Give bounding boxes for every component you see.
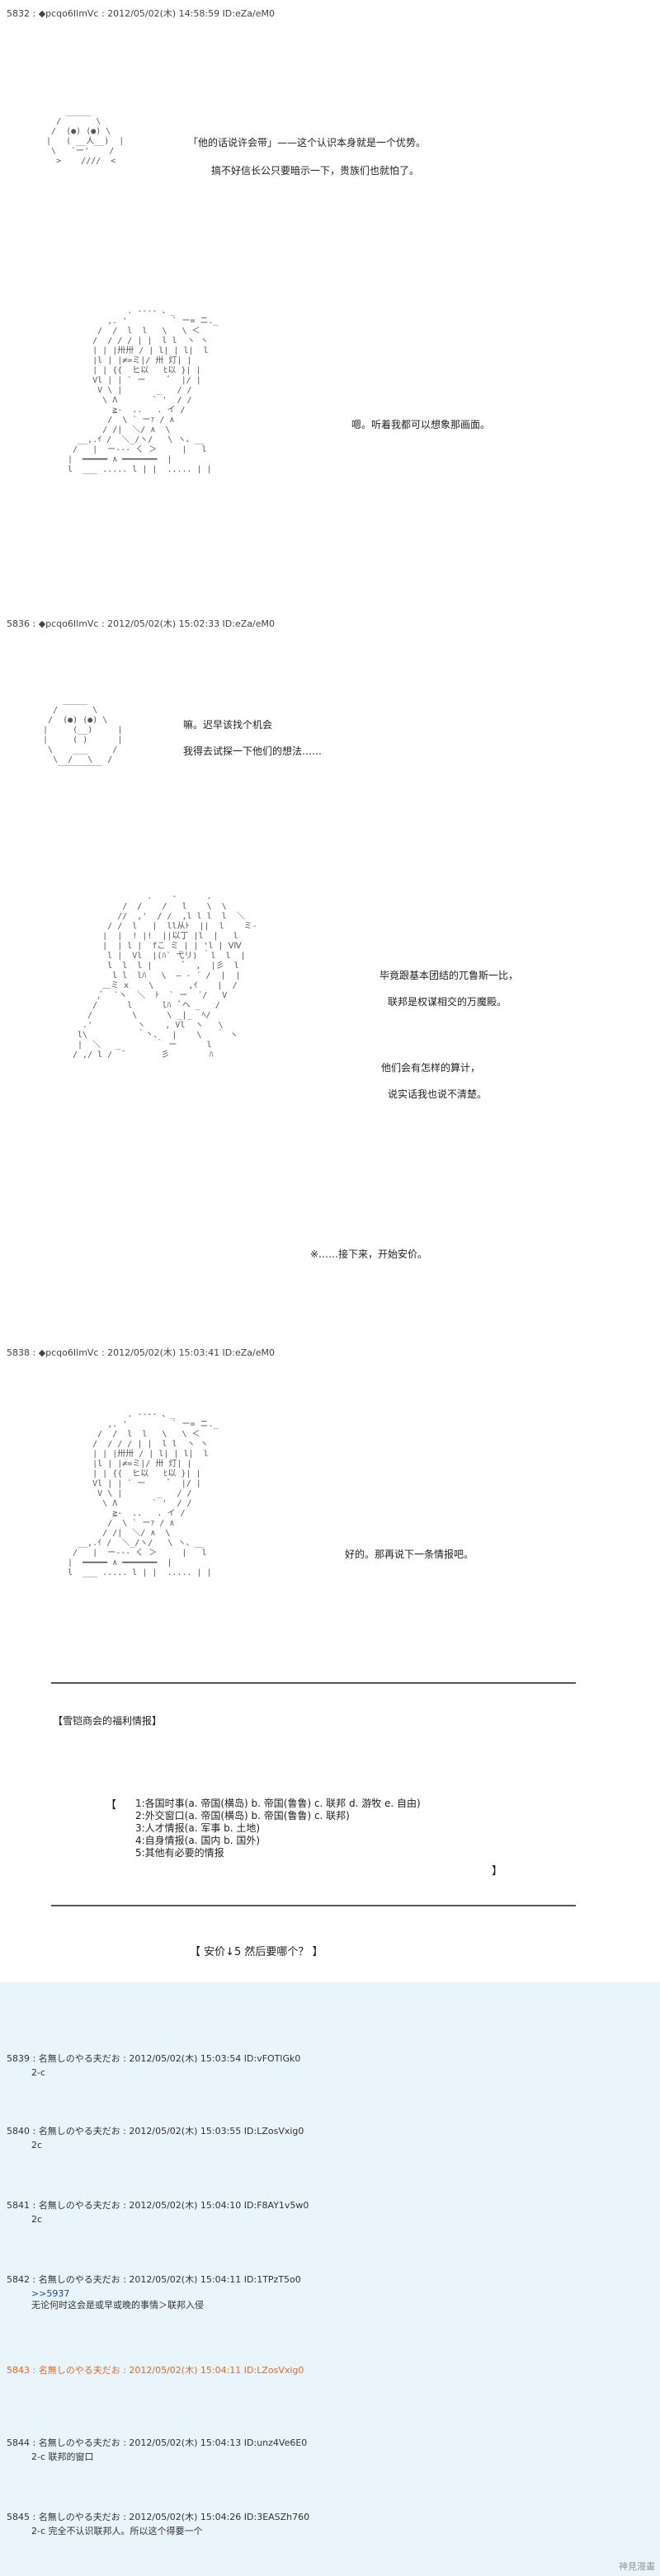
divider: [51, 1682, 576, 1684]
dialog-line: 好的。那再说下一条情报吧。: [345, 1549, 474, 1560]
ascii-art-character: . - . / / / l \ \ // ,' / / ,l l l l ＼ /…: [73, 892, 257, 1060]
post-header: 5836 : ◆pcqo6IlmVc : 2012/05/02(木) 15:02…: [7, 618, 275, 629]
vote-prompt: 【 安价↓5 然后要哪个？ 】: [190, 1946, 323, 1958]
reply-meta: 5840 : 名無しのやる夫だお : 2012/05/02(木) 15:03:5…: [7, 2126, 304, 2136]
dialog-line: 联邦是权谋相交的万魔殿。: [388, 996, 507, 1008]
reply-post: 5840 : 名無しのやる夫だお : 2012/05/02(木) 15:03:5…: [7, 2124, 304, 2151]
info-item: 5:其他有必要的情报: [135, 1847, 224, 1859]
info-list: 1:各国时事(a. 帝国(横岛) b. 帝国(鲁鲁) c. 联邦 d. 游牧 e…: [135, 1798, 421, 1859]
dialog-line: 嘛。迟早该找个机会: [183, 719, 273, 731]
reply-anchor-link[interactable]: >>5937: [31, 2288, 70, 2299]
info-item: 1:各国时事(a. 帝国(横岛) b. 帝国(鲁鲁) c. 联邦 d. 游牧 e…: [135, 1798, 421, 1809]
post-header: 5838 : ◆pcqo6IlmVc : 2012/05/02(木) 15:03…: [7, 1347, 275, 1358]
dialog-line: 说实话我也说不清楚。: [388, 1088, 488, 1100]
dialog-line: 嗯。听着我都可以想象那画面。: [351, 419, 491, 430]
reply-post-highlighted: 5843 : 名無しのやる夫だお : 2012/05/02(木) 15:04:1…: [7, 2363, 304, 2376]
dialog-line: 毕竟跟基本团结的兀鲁斯一比，: [380, 970, 519, 981]
reply-body: 2-c 联邦的窗口: [31, 2451, 94, 2462]
reply-post: 5844 : 名無しのやる夫だお : 2012/05/02(木) 15:04:1…: [7, 2436, 307, 2463]
dialog-line: 「他的话说许会带」——这个认识本身就是一个优势。: [188, 137, 427, 148]
dialog-line: 我得去试探一下他们的想法……: [183, 745, 323, 757]
reply-meta: 5842 : 名無しのやる夫だお : 2012/05/02(木) 15:04:1…: [7, 2274, 301, 2285]
ascii-art-character: _____ / \ / (●) (●) \ | (__) | | ( ) | \…: [43, 696, 123, 774]
info-item: 3:人才情报(a. 军事 b. 土地): [135, 1822, 261, 1834]
reply-body: 2c: [31, 2214, 43, 2225]
divider: [51, 1905, 576, 1906]
reply-post: 5845 : 名無しのやる夫だお : 2012/05/02(木) 15:04:2…: [7, 2510, 309, 2537]
reply-body: 无论何时这会是或早或晚的事情＞联邦入侵: [31, 2300, 204, 2310]
info-item: 2:外交窗口(a. 帝国(横岛) b. 帝国(鲁鲁) c. 联邦): [135, 1810, 350, 1822]
info-title: 【雪铠商会的福利情报】: [53, 1715, 163, 1727]
reply-post: 5841 : 名無しのやる夫だお : 2012/05/02(木) 15:04:1…: [7, 2198, 309, 2226]
reply-post: 5839 : 名無しのやる夫だお : 2012/05/02(木) 15:03:5…: [7, 2052, 300, 2079]
reply-body: 2c: [31, 2140, 43, 2151]
watermark: 神見漫畫: [619, 2561, 655, 2572]
reply-meta: 5839 : 名無しのやる夫だお : 2012/05/02(木) 15:03:5…: [7, 2053, 301, 2064]
ascii-art-character: . -‐‐- 、_ ,. ' ` ー= ニ._ / / l l \ \ ＜ / …: [68, 307, 219, 474]
reply-body: 2-c 完全不认识联邦人。所以这个得要一个: [31, 2526, 203, 2536]
ascii-art-character: . -‐‐- 、_ ,. ' ` ー= ニ._ / / l l \ \ ＜ / …: [68, 1410, 219, 1577]
dialog-line: 搞不好信长公只要暗示一下，贵族们也就怕了。: [211, 165, 420, 176]
reply-meta: 5843 : 名無しのやる夫だお : 2012/05/02(木) 15:04:1…: [7, 2365, 304, 2376]
ascii-art-character: _____ / \ / (●) (●) \ | ( __人__) | \ `ー'…: [46, 107, 125, 166]
reply-meta: 5844 : 名無しのやる夫だお : 2012/05/02(木) 15:04:1…: [7, 2437, 308, 2448]
post-header: 5832 : ◆pcqo6IlmVc : 2012/05/02(木) 14:58…: [7, 8, 275, 19]
dialog-line: 他们会有怎样的算计，: [381, 1062, 481, 1074]
reply-meta: 5845 : 名無しのやる夫だお : 2012/05/02(木) 15:04:2…: [7, 2512, 310, 2522]
reply-meta: 5841 : 名無しのやる夫だお : 2012/05/02(木) 15:04:1…: [7, 2200, 309, 2211]
info-item: 4:自身情报(a. 国内 b. 国外): [135, 1835, 261, 1846]
open-bracket: 【: [106, 1799, 117, 1812]
reply-area: 5839 : 名無しのやる夫だお : 2012/05/02(木) 15:03:5…: [0, 1982, 660, 2576]
reply-post: 5842 : 名無しのやる夫だお : 2012/05/02(木) 15:04:1…: [7, 2273, 301, 2311]
close-bracket: 】: [492, 1865, 503, 1878]
reply-body: 2-c: [31, 2067, 46, 2078]
notice-text: ※……接下来，开始安价。: [310, 1248, 428, 1260]
